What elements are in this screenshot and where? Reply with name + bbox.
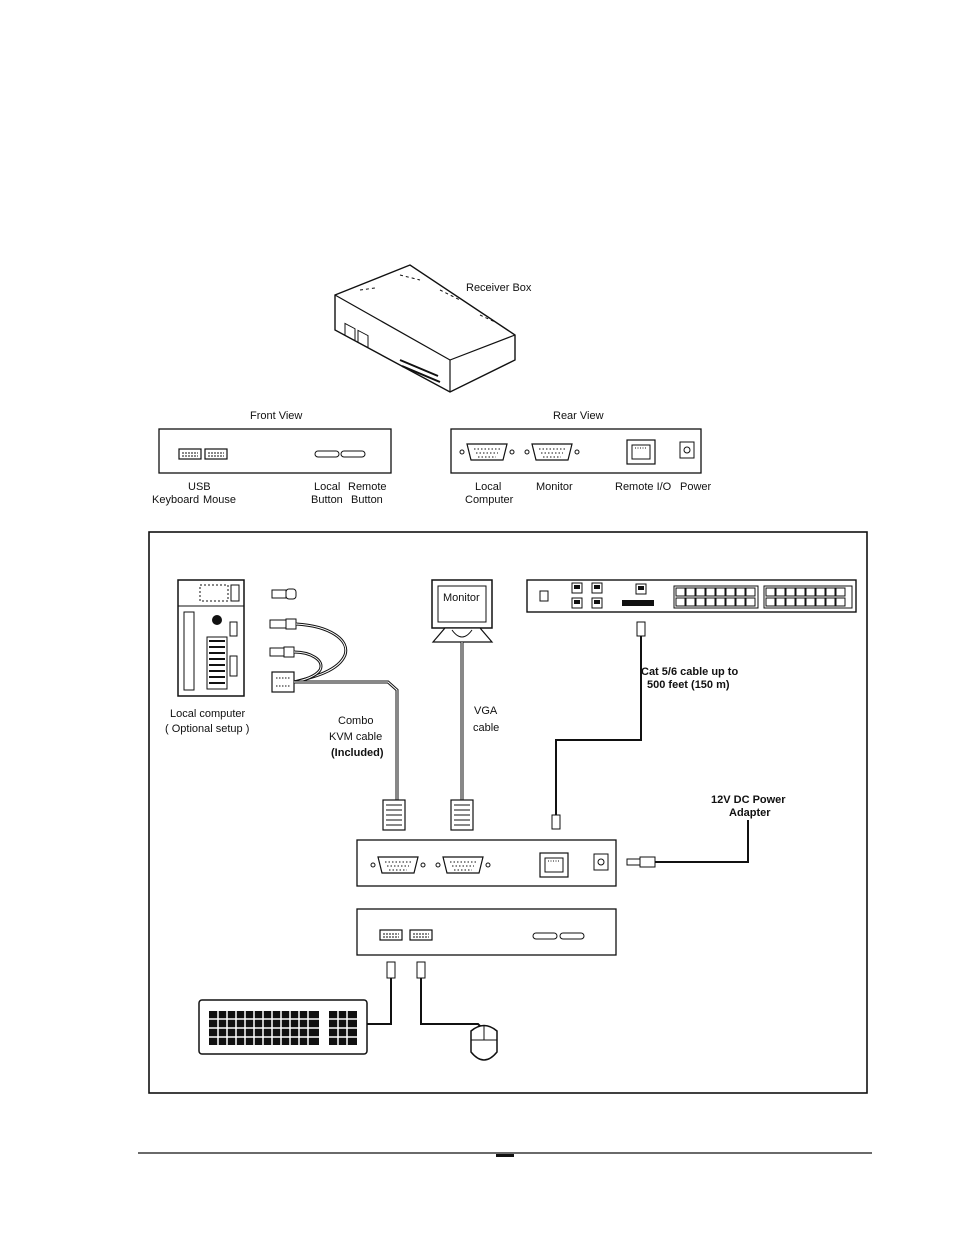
keyboard-icon — [199, 1000, 367, 1054]
power-adapter-label-1: 12V DC Power — [711, 794, 786, 806]
combo-label-1: Combo — [338, 715, 373, 727]
local-computer-rear-label-2: Computer — [465, 494, 514, 506]
combo-label-3: (Included) — [331, 747, 384, 759]
monitor-rear-label: Monitor — [536, 481, 573, 493]
local-computer-label-2: ( Optional setup ) — [165, 723, 249, 735]
power-label: Power — [680, 481, 712, 493]
receiver-front-panel — [357, 909, 616, 955]
local-computer-rear-label-1: Local — [475, 481, 501, 493]
combo-kvm-cable-connectors — [270, 589, 405, 830]
power-adapter-cable — [627, 820, 748, 867]
rear-view-label: Rear View — [553, 410, 604, 422]
remote-button-label-2: Button — [351, 494, 383, 506]
local-button-label-1: Local — [314, 481, 340, 493]
monitor-screen-label: Monitor — [443, 592, 480, 604]
rear-view-panel — [451, 429, 701, 473]
cat-cable — [552, 622, 645, 829]
mouse-icon — [471, 1026, 497, 1061]
remote-io-label: Remote I/O — [615, 481, 672, 493]
front-view-label: Front View — [250, 410, 302, 422]
receiver-rear-panel — [357, 840, 616, 886]
local-button-label-2: Button — [311, 494, 343, 506]
cat-cable-label-1: Cat 5/6 cable up to — [641, 666, 738, 678]
vga-label-2: cable — [473, 722, 499, 734]
combo-label-2: KVM cable — [329, 731, 382, 743]
local-computer-icon — [178, 580, 244, 696]
local-computer-label-1: Local computer — [170, 708, 246, 720]
network-switch-icon — [527, 580, 856, 612]
cat-cable-label-2: 500 feet (150 m) — [647, 679, 730, 691]
remote-button-label-1: Remote — [348, 481, 387, 493]
usb-cables — [367, 962, 484, 1030]
mouse-label: Mouse — [203, 494, 236, 506]
front-view-panel — [159, 429, 391, 473]
keyboard-label: Keyboard — [152, 494, 199, 506]
vga-label-1: VGA — [474, 705, 498, 717]
power-adapter-label-2: Adapter — [729, 807, 771, 819]
usb-label: USB — [188, 481, 211, 493]
page-marker — [496, 1154, 514, 1157]
receiver-box-label: Receiver Box — [466, 282, 532, 294]
